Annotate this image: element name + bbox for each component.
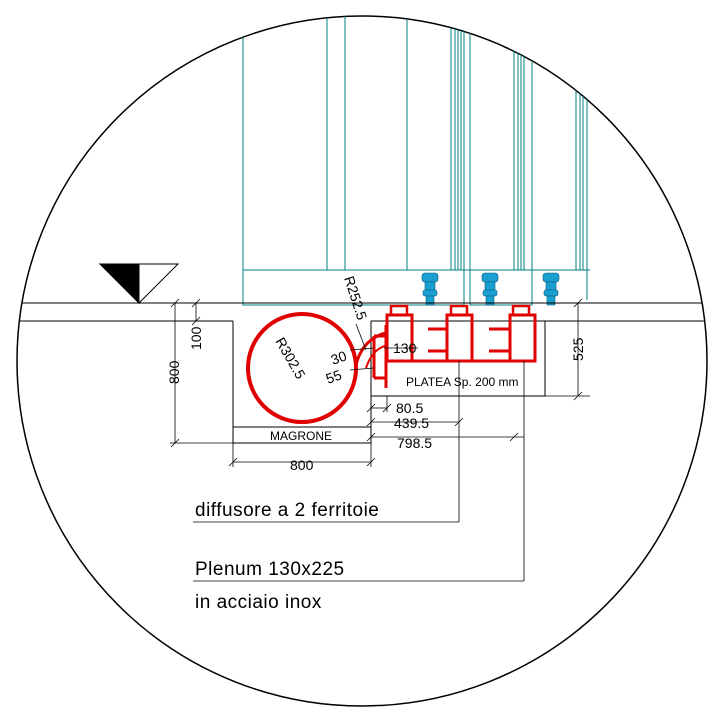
- trench-outline: [232, 320, 546, 444]
- dim-80-5: 80.5: [396, 400, 423, 416]
- dim-525: 525: [570, 337, 586, 361]
- floor-lines: [17, 302, 707, 322]
- dim-439-5: 439.5: [394, 415, 429, 431]
- dimension-lines: [170, 298, 590, 582]
- fixture-icons: [421, 272, 560, 306]
- fixture-3: [542, 272, 560, 306]
- dim-800-v: 800: [166, 360, 182, 384]
- elbow-connector: [354, 331, 386, 366]
- cabinet-panels: [242, 16, 590, 306]
- dim-55: 55: [324, 366, 344, 386]
- dim-r302: R302.5: [272, 335, 309, 382]
- plenum-label-line1: Plenum 130x225: [195, 559, 345, 580]
- dim-130: 130: [393, 340, 417, 356]
- level-marker: [98, 263, 180, 305]
- plenum-3: [508, 313, 537, 363]
- dim-800-h: 800: [290, 457, 314, 473]
- dim-r252: R252.5: [341, 274, 370, 322]
- dim-100: 100: [188, 326, 204, 350]
- platea-label: PLATEA Sp. 200 mm: [406, 375, 519, 389]
- diffusore-label: diffusore a 2 ferritoie: [195, 500, 379, 521]
- plenum-label-line2: in acciaio inox: [195, 592, 322, 613]
- dim-798-5: 798.5: [397, 435, 432, 451]
- detail-circle: [16, 15, 708, 707]
- fixture-2: [481, 272, 499, 306]
- magrone-label: MAGRONE: [270, 429, 332, 443]
- pipe-elements: [246, 304, 537, 424]
- fixture-1: [421, 272, 439, 306]
- plenum-2: [445, 313, 474, 363]
- round-duct: [246, 312, 358, 424]
- dim-30: 30: [329, 347, 349, 367]
